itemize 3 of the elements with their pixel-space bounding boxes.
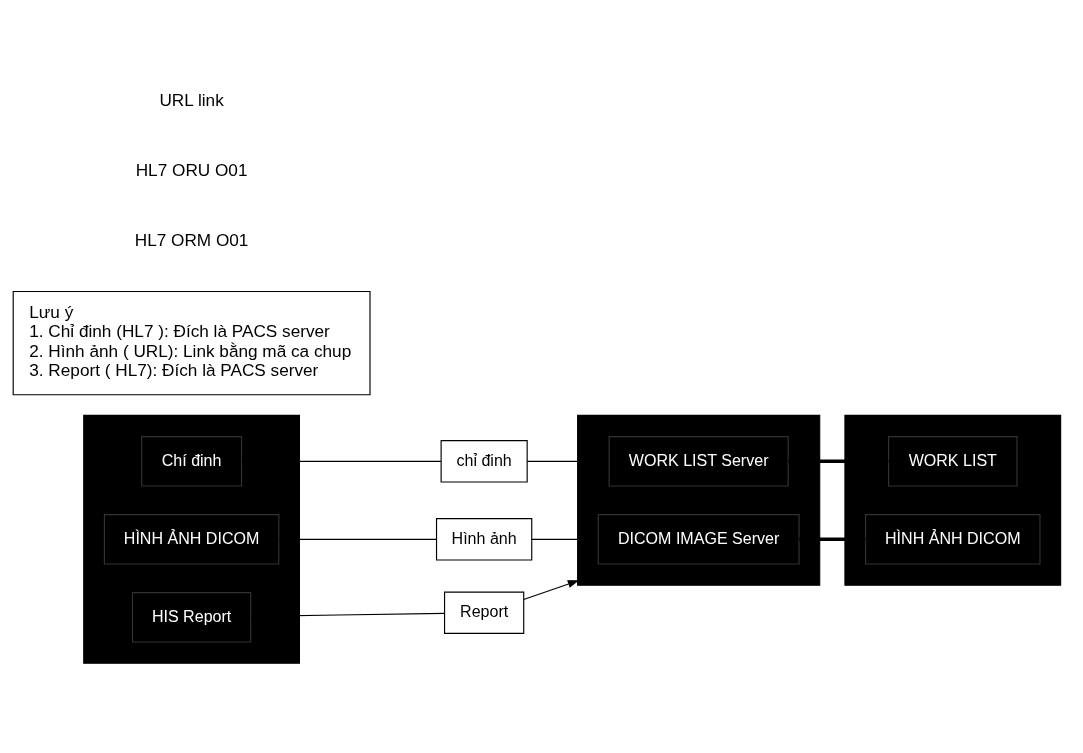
label: HL7 ORM O01	[134, 229, 249, 250]
label: URL link	[159, 89, 224, 110]
label: HL7 ORU O01	[135, 159, 248, 180]
